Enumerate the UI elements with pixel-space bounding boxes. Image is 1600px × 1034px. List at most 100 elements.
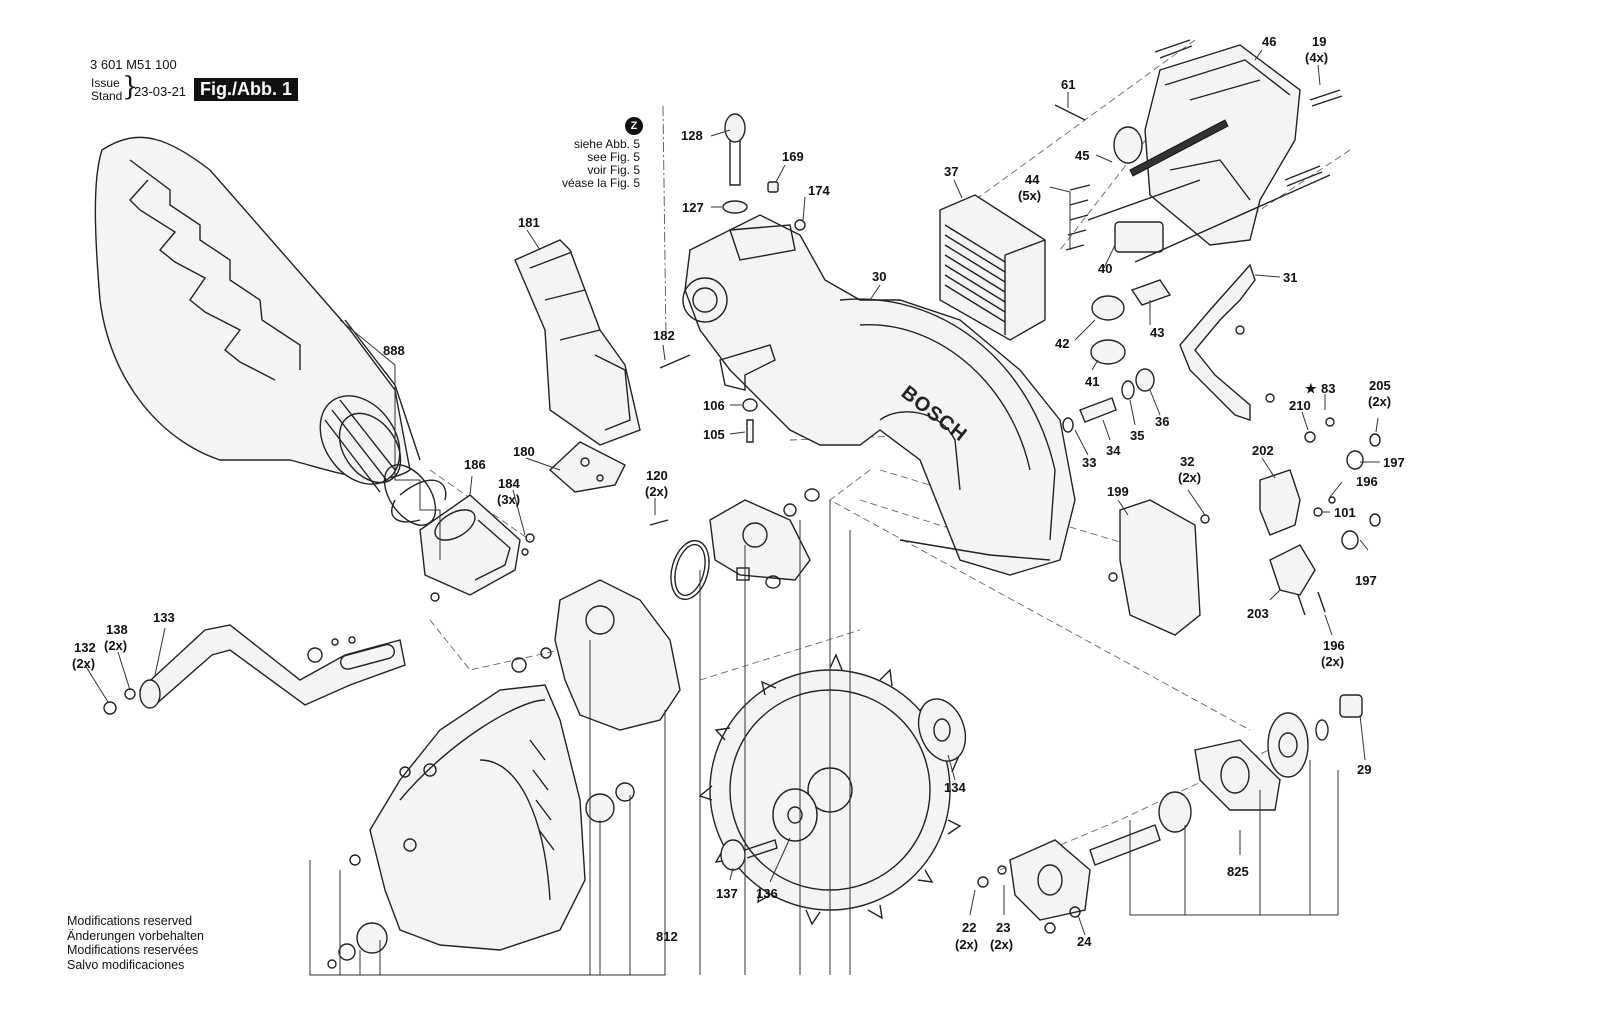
callout-196-lower-qty: (2x) xyxy=(1321,654,1344,669)
see-line-en: see Fig. 5 xyxy=(587,150,640,164)
hardware xyxy=(103,39,1381,969)
callout-83: 83 xyxy=(1321,381,1335,396)
callout-169: 169 xyxy=(782,149,804,164)
callout-43: 43 xyxy=(1150,325,1164,340)
callout-37: 37 xyxy=(944,164,958,179)
callout-105: 105 xyxy=(703,427,725,442)
callout-197-upper: 197 xyxy=(1383,455,1405,470)
callout-186: 186 xyxy=(464,457,486,472)
leader-lines xyxy=(84,49,1380,976)
callout-184-qty: (3x) xyxy=(497,492,520,507)
torsion-spring xyxy=(670,539,710,601)
callout-196-lower: 196 xyxy=(1323,638,1345,653)
shaft-assembly xyxy=(1009,694,1363,921)
electronics-module xyxy=(939,194,1046,341)
crank-handle xyxy=(138,624,406,709)
callout-196-upper: 196 xyxy=(1356,474,1378,489)
callout-23: 23 xyxy=(996,920,1010,935)
callout-138-qty: (2x) xyxy=(104,638,127,653)
callout-22-qty: (2x) xyxy=(955,937,978,952)
callout-32-qty: (2x) xyxy=(1178,470,1201,485)
bracket-180 xyxy=(548,441,626,493)
callout-labels: 46 19 (4x) 61 128 169 174 127 45 37 44 (… xyxy=(72,34,1405,952)
flange-136 xyxy=(772,788,818,842)
callout-33: 33 xyxy=(1082,455,1096,470)
callout-128: 128 xyxy=(681,128,703,143)
callout-199: 199 xyxy=(1107,484,1129,499)
callout-40: 40 xyxy=(1098,261,1112,276)
callout-31: 31 xyxy=(1283,270,1297,285)
callout-210: 210 xyxy=(1289,398,1311,413)
callout-205: 205 xyxy=(1369,378,1391,393)
callout-134: 134 xyxy=(944,780,966,795)
callout-181: 181 xyxy=(518,215,540,230)
reference-badge: Z xyxy=(625,117,643,135)
callout-132-qty: (2x) xyxy=(72,656,95,671)
see-figure-note: siehe Abb. 5 see Fig. 5 voir Fig. 5 véas… xyxy=(520,138,640,190)
motor-housing: BOSCH xyxy=(682,214,1076,576)
see-line-es: véase la Fig. 5 xyxy=(561,176,640,190)
lower-blade-guard xyxy=(369,684,586,951)
document-number: 3 601 M51 100 xyxy=(90,57,177,72)
deflector-199 xyxy=(1119,499,1201,636)
flange-134 xyxy=(917,698,967,762)
callout-83-star: ★ xyxy=(1305,381,1317,396)
callout-35: 35 xyxy=(1130,428,1144,443)
callout-133: 133 xyxy=(153,610,175,625)
callout-42: 42 xyxy=(1055,336,1069,351)
callout-182: 182 xyxy=(653,328,675,343)
callout-61: 61 xyxy=(1061,77,1075,92)
guard-bracket xyxy=(709,499,811,581)
callout-44-qty: (5x) xyxy=(1018,188,1041,203)
dust-bag xyxy=(94,136,437,526)
callout-825: 825 xyxy=(1227,864,1249,879)
footer-note-es: Salvo modificaciones xyxy=(67,957,185,972)
clamp-202 xyxy=(1259,469,1301,536)
callout-23-qty: (2x) xyxy=(990,937,1013,952)
footer-note-en: Modifications reserved xyxy=(67,914,193,928)
clamp-203 xyxy=(1269,544,1326,616)
callout-19: 19 xyxy=(1312,34,1326,49)
dust-chute xyxy=(514,239,641,446)
callout-32: 32 xyxy=(1180,454,1194,469)
footer-note-de: Änderungen vorbehalten xyxy=(67,928,204,943)
callout-203: 203 xyxy=(1247,606,1269,621)
callout-184: 184 xyxy=(498,476,520,491)
see-line-de: siehe Abb. 5 xyxy=(573,137,640,151)
callout-132: 132 xyxy=(74,640,96,655)
callout-138: 138 xyxy=(106,622,128,637)
callout-120-qty: (2x) xyxy=(645,484,668,499)
callout-197-lower: 197 xyxy=(1355,573,1377,588)
callout-106: 106 xyxy=(703,398,725,413)
callout-30: 30 xyxy=(872,269,886,284)
see-line-fr: voir Fig. 5 xyxy=(587,163,640,177)
callout-29: 29 xyxy=(1357,762,1371,777)
callout-46: 46 xyxy=(1262,34,1276,49)
callout-202: 202 xyxy=(1252,443,1274,458)
callout-44: 44 xyxy=(1025,172,1040,187)
callout-19-qty: (4x) xyxy=(1305,50,1328,65)
callout-888: 888 xyxy=(383,343,405,358)
issue-date: 23-03-21 xyxy=(134,84,187,99)
callout-136: 136 xyxy=(756,886,778,901)
footer-note-fr: Modifications reservées xyxy=(67,943,199,957)
callout-137: 137 xyxy=(716,886,738,901)
callout-205-qty: (2x) xyxy=(1368,394,1391,409)
callout-45: 45 xyxy=(1075,148,1089,163)
callout-101: 101 xyxy=(1334,505,1356,520)
callout-36: 36 xyxy=(1155,414,1169,429)
guard-plate xyxy=(554,579,681,731)
lever-arm xyxy=(1179,263,1256,421)
callout-127: 127 xyxy=(682,200,704,215)
issue-stand-labels: Issue Stand xyxy=(91,77,122,103)
callout-812: 812 xyxy=(656,929,678,944)
callout-34: 34 xyxy=(1106,443,1121,458)
brace-glyph: } xyxy=(122,72,139,102)
callout-174: 174 xyxy=(808,183,830,198)
figure-label: Fig./Abb. 1 xyxy=(194,78,298,101)
footer-notes: Modifications reserved Änderungen vorbeh… xyxy=(67,914,204,972)
callout-120: 120 xyxy=(646,468,668,483)
callout-180: 180 xyxy=(513,444,535,459)
issue-label: Issue xyxy=(91,76,120,90)
